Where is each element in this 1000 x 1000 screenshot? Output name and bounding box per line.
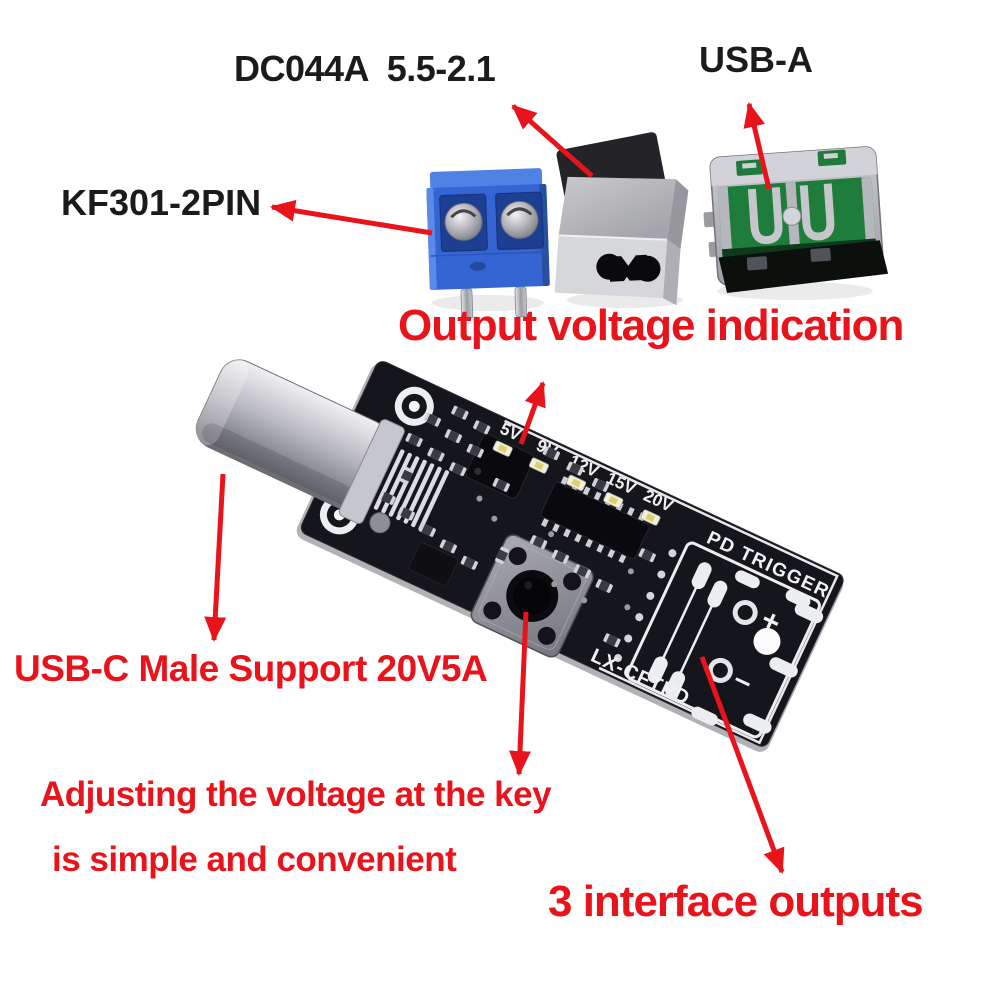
dc-jack-top-face [558,176,676,240]
label-dc044a: DC044A 5.5-2.1 [234,48,496,89]
silkscreen-border [504,419,839,745]
arrow-to-usba-label [743,102,772,190]
voltage-led [492,440,661,526]
annotation-arrows [204,102,785,874]
dc-jack-dc044a [554,132,689,306]
terminal-block-kf301 [426,168,550,320]
mounting-hole [394,386,434,426]
label-adjust-line1: Adjusting the voltage at the key [40,775,552,814]
label-kf301: KF301-2PIN [61,182,262,223]
output-hole-negative [707,657,733,683]
label-adjust-line2: is simple and convenient [52,840,457,879]
solder-pads [647,562,824,734]
vias [476,495,634,611]
arrow-usbc-to-label [204,473,227,642]
arrow-to-dc044a-label [511,104,594,178]
label-three-outputs: 3 interface outputs [548,877,924,926]
usb-c-pins [373,449,450,531]
usb-c-connector [193,357,450,531]
dc-jack-opening [596,253,661,289]
usb-a-mouth [718,240,889,293]
terminal-screw [444,202,483,241]
usb-a-connector [703,146,889,293]
smd-components [377,405,657,648]
mosfet [408,542,459,587]
label-output-voltage: Output voltage indication [398,301,904,350]
round-component [369,512,391,534]
output-hole-positive [732,600,758,626]
usb-c-solder-collar [338,419,405,524]
arrow-to-output-voltage-label [518,381,546,445]
terminal-screw [500,200,539,239]
through-hole [753,627,781,655]
label-usb-a: USB-A [699,39,813,80]
via-row [614,549,677,663]
arrow-to-kf301-label [270,199,433,236]
usb-a-contact-spring [799,183,835,241]
tactile-button [470,534,594,658]
arrow-outputs-to-label [699,656,785,874]
usb-a-contact-spring [747,187,783,245]
terminal-top-face [429,168,543,190]
arrow-button-to-label [509,611,531,776]
label-usbc-support: USB-C Male Support 20V5A [14,648,488,689]
